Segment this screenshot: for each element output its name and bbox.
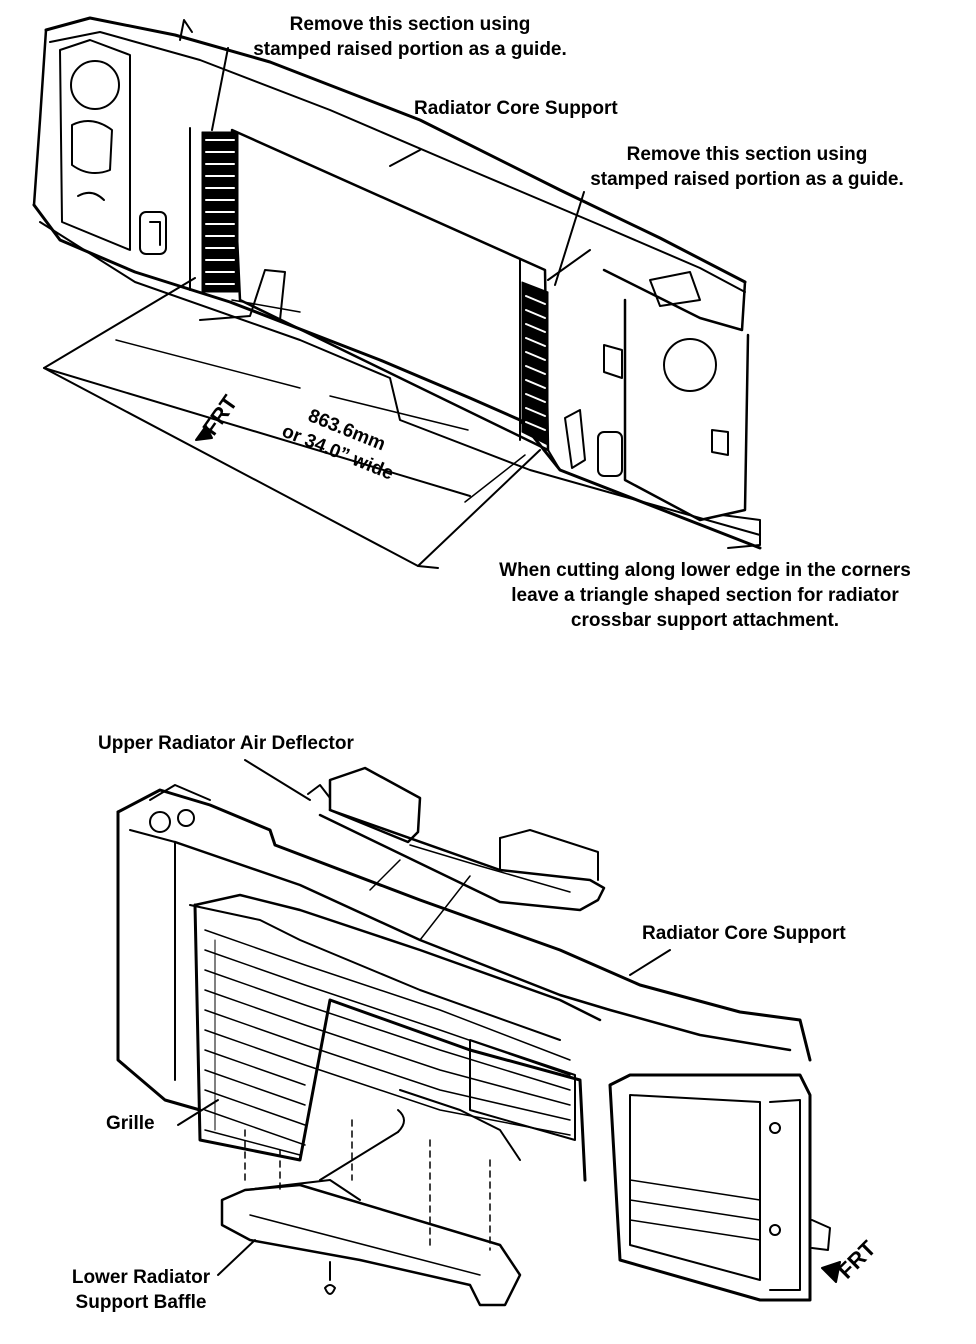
note-cutting-lower-edge: When cutting along lower edge in the cor… — [466, 558, 944, 633]
callout-line-2: stamped raised portion as a guide. — [253, 39, 567, 60]
label-grille: Grille — [106, 1113, 155, 1134]
label-line-1: Lower Radiator — [71, 1267, 211, 1288]
label-radiator-core-support-top: Radiator Core Support — [414, 98, 618, 119]
radiator-core-support-top-drawing — [32, 16, 762, 569]
label-upper-radiator-air-deflector: Upper Radiator Air Deflector — [98, 733, 354, 754]
label-lower-radiator-support-baffle: Lower Radiator Support Baffle — [56, 1265, 226, 1315]
grille-assembly-drawing — [116, 759, 831, 1307]
callout-line-1: Remove this section using — [289, 14, 531, 35]
frt-arrow-icon — [195, 425, 213, 441]
callout-line-1: Remove this section using — [626, 144, 868, 165]
callout-line-2: stamped raised portion as a guide. — [590, 169, 904, 190]
note-line-3: crossbar support attachment. — [570, 610, 840, 631]
callout-remove-section-left: Remove this section using stamped raised… — [232, 12, 588, 62]
note-line-2: leave a triangle shaped section for radi… — [511, 585, 899, 606]
callout-remove-section-right: Remove this section using stamped raised… — [568, 142, 926, 192]
frt-arrow-icon-bottom — [821, 1261, 841, 1283]
label-radiator-core-support-bottom: Radiator Core Support — [642, 923, 846, 944]
note-line-1: When cutting along lower edge in the cor… — [499, 560, 911, 581]
label-line-2: Support Baffle — [75, 1292, 207, 1313]
